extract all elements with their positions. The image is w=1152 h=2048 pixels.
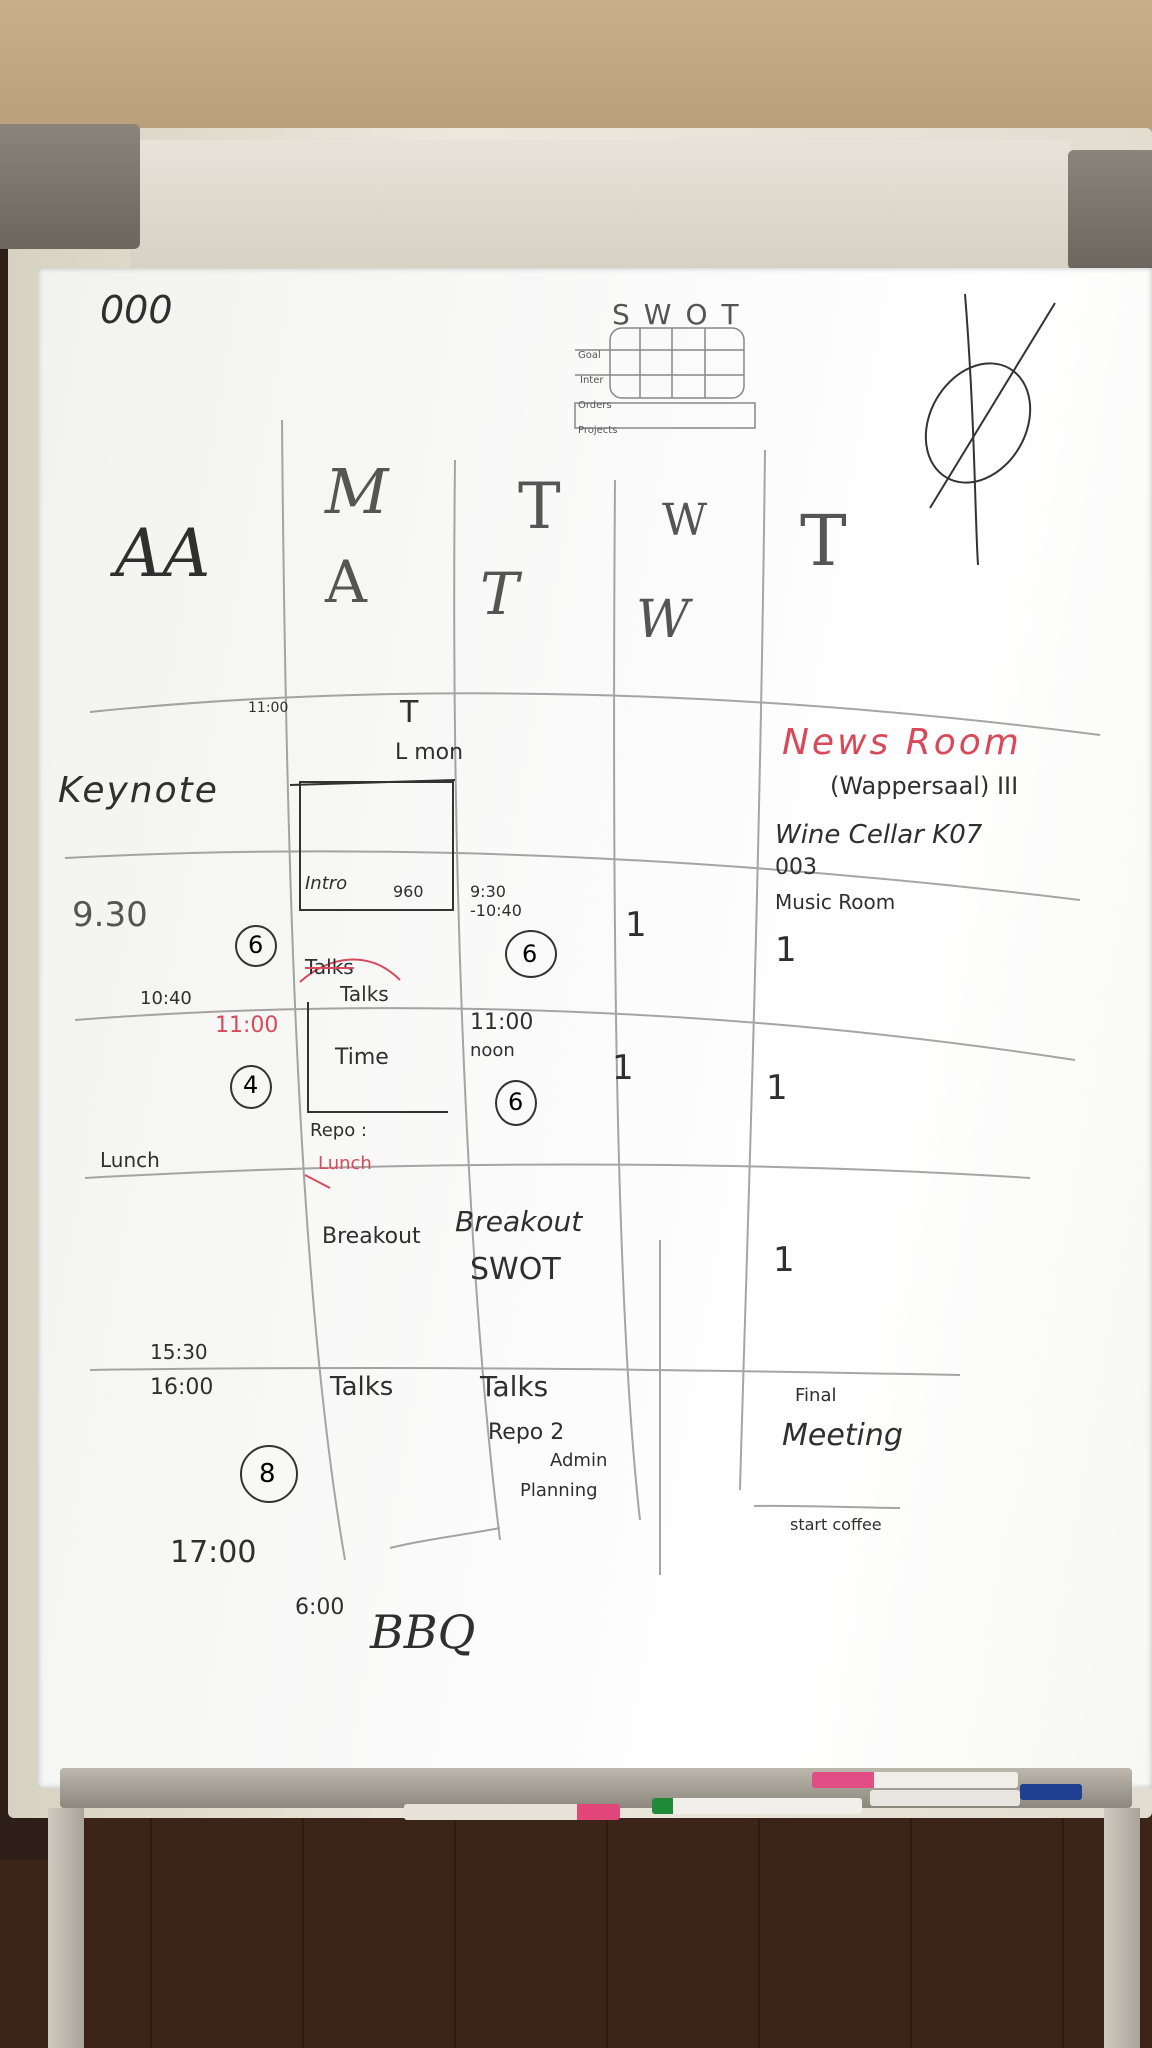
marker-pink[interactable] <box>404 1804 620 1820</box>
lunch-top2: L mon <box>395 740 464 765</box>
circle-4-label: 4 <box>243 1071 259 1099</box>
header-day-3b: W <box>636 590 690 650</box>
planning-label: Planning <box>520 1480 598 1501</box>
meeting-label: Meeting <box>782 1418 903 1453</box>
tick-4: 1 <box>766 1068 788 1108</box>
header-day-2: T <box>518 470 561 544</box>
row-keynote: Keynote <box>58 770 219 811</box>
lunch-red: Lunch <box>318 1153 372 1174</box>
marker-green[interactable] <box>652 1798 862 1814</box>
marker-magenta[interactable] <box>812 1772 1018 1788</box>
swot-label-4: Projects <box>578 425 618 436</box>
repo2-label: Repo 2 <box>488 1420 565 1445</box>
room-music: Music Room <box>775 890 896 914</box>
intro-label: Intro <box>305 873 348 894</box>
top-time: 11:00 <box>248 700 289 716</box>
noon-label: noon <box>470 1040 515 1061</box>
time-1040: 10:40 <box>140 988 192 1009</box>
swot-title: SWOT <box>612 298 753 331</box>
swot-label-2: Inter <box>580 375 604 386</box>
tick-3: 1 <box>612 1048 634 1088</box>
talks-label: Talks <box>340 982 389 1006</box>
mark-000: 000 <box>100 288 173 332</box>
final-label: Final <box>795 1385 837 1406</box>
room-003: 003 <box>775 855 817 880</box>
right-clamp <box>1068 150 1152 270</box>
swot-label-1: Goal <box>578 350 601 361</box>
whiteboard-sheet <box>38 268 1152 1788</box>
header-day-1b: A <box>325 548 367 616</box>
tick-2: 1 <box>775 930 797 970</box>
breakout-left: Breakout <box>322 1224 421 1249</box>
floor <box>0 1800 1152 2048</box>
room-wappersaal: (Wappersaal) III <box>830 772 1019 800</box>
breakout-label: Breakout <box>455 1205 583 1238</box>
time-1100-red: 11:00 <box>215 1013 279 1038</box>
circle-4: 4 <box>230 1065 272 1109</box>
circle-6c: 6 <box>495 1080 537 1126</box>
header-left: AA <box>115 515 211 592</box>
swot-label: SWOT <box>470 1252 561 1287</box>
time-label: Time <box>335 1045 389 1070</box>
circle-6c-label: 6 <box>508 1088 524 1116</box>
time-1700: 17:00 <box>170 1535 257 1570</box>
repo-label: Repo : <box>310 1120 367 1141</box>
talks-b: Talks <box>480 1370 549 1403</box>
right-leg <box>1104 1808 1140 2048</box>
talks-struck: Talks <box>305 955 354 979</box>
swot-label-3: Orders <box>578 400 612 411</box>
tick-1: 1 <box>625 905 647 945</box>
time-1100: 11:00 <box>470 1010 534 1035</box>
admin-label: Admin <box>550 1450 608 1471</box>
time-1600: 16:00 <box>150 1375 214 1400</box>
circle-6b-label: 6 <box>522 940 538 968</box>
top-clamp-bar <box>130 140 1070 270</box>
room-960: 960 <box>393 882 424 901</box>
circle-8-label: 8 <box>259 1459 276 1489</box>
header-day-1: M <box>325 455 389 528</box>
time-1530: 15:30 <box>150 1340 208 1364</box>
bbq-label: BBQ <box>370 1605 476 1659</box>
circle-6a-label: 6 <box>248 931 264 959</box>
circle-8: 8 <box>240 1445 298 1503</box>
header-day-3: W <box>662 495 708 546</box>
time-600: 6:00 <box>295 1595 345 1620</box>
room-wine: Wine Cellar K07 <box>775 820 983 850</box>
marker-grey[interactable] <box>870 1790 1020 1806</box>
header-day-4: T <box>800 500 847 582</box>
time-930-1040: 9:30 -10:40 <box>470 882 522 920</box>
lunch-left: Lunch <box>100 1148 160 1172</box>
start-coffee: start coffee <box>790 1515 882 1534</box>
left-leg <box>48 1808 84 2048</box>
lunch-top: T <box>400 695 419 730</box>
room-news: News Room <box>782 722 1022 763</box>
left-clamp <box>0 124 140 249</box>
circle-6b: 6 <box>505 930 557 978</box>
time-930: 9.30 <box>72 895 148 935</box>
marker-blue[interactable] <box>1020 1784 1082 1800</box>
talks-a: Talks <box>330 1372 394 1402</box>
header-day-2b: T <box>480 560 519 628</box>
tick-5: 1 <box>773 1240 795 1280</box>
circle-6a: 6 <box>235 925 277 967</box>
